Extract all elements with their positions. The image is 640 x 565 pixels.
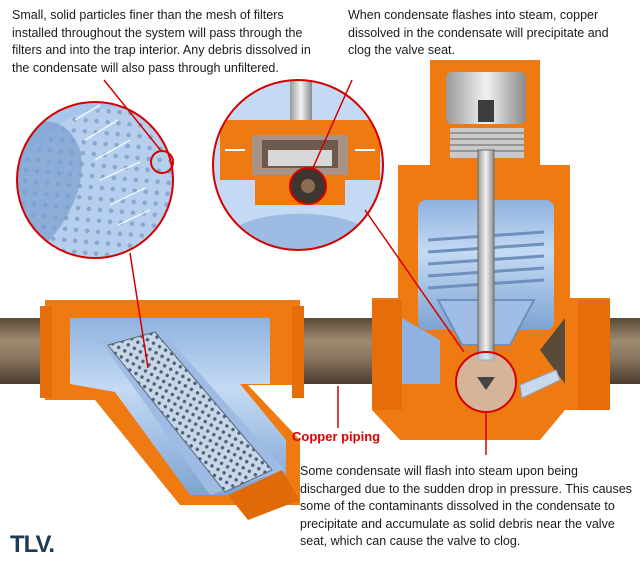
- valve-seat-note: When condensate flashes into steam, copp…: [348, 8, 609, 57]
- trap-stem: [477, 149, 495, 361]
- trap-outlet: [402, 318, 565, 399]
- strainer-cap: [228, 470, 300, 520]
- callout-valve-seat-magnified: [212, 79, 465, 353]
- callout-strainer-magnified: [16, 79, 174, 369]
- valve-seat-highlight: [455, 351, 517, 455]
- flash-note: Some condensate will flash into steam up…: [300, 464, 632, 548]
- tlv-logo: TLV.: [10, 531, 55, 558]
- copper-piping-label: Copper piping: [292, 429, 381, 444]
- trap-cap: [446, 72, 526, 158]
- strainer-note: Small, solid particles finer than the me…: [12, 8, 311, 75]
- strainer-screen: [107, 331, 273, 493]
